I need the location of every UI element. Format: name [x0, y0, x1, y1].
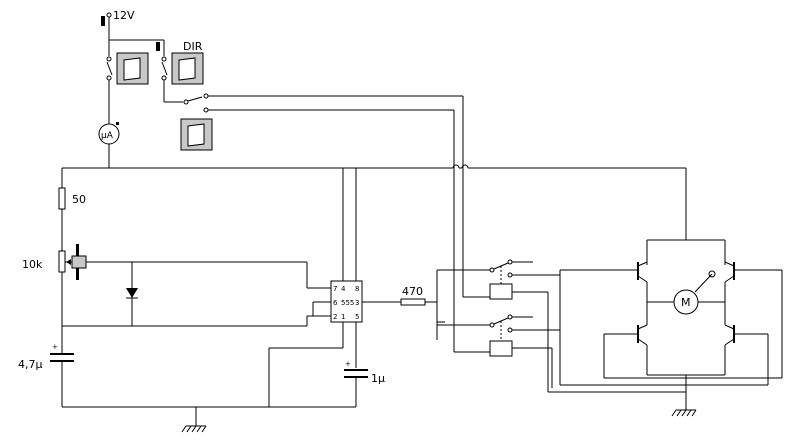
changeover-switch-button[interactable]: [180, 118, 213, 151]
motor-label: M: [681, 296, 691, 309]
h-bridge: [637, 239, 735, 376]
ic-pin-4: 4: [341, 285, 346, 293]
meter-label: µA: [101, 131, 114, 141]
ic-pin-7: 7: [333, 285, 337, 293]
ground-right: [671, 409, 697, 417]
relay-upper: [437, 259, 560, 300]
resistor-470: [400, 298, 426, 306]
ic-pin-6: 6: [333, 299, 338, 307]
ic-pin-3: 3: [355, 299, 359, 307]
power-switch-button[interactable]: [116, 52, 149, 85]
diode: [126, 262, 138, 326]
supply-label: 12V: [113, 9, 135, 22]
ic-pin-8: 8: [355, 285, 359, 293]
capacitor-4-7u-label: 4,7µ: [18, 358, 43, 371]
power-switch: [106, 56, 113, 81]
capacitor-1u-label: 1µ: [371, 372, 385, 385]
resistor-50-label: 50: [72, 193, 86, 206]
capacitor-1u-plus: +: [345, 360, 351, 368]
dir-switch: [161, 56, 168, 81]
ic-label: 555: [341, 299, 354, 307]
capacitor-4-7u-plus: +: [52, 343, 58, 351]
microammeter: µA: [98, 122, 120, 145]
capacitor-4-7u: [50, 353, 74, 362]
potentiometer-10k: [58, 244, 87, 280]
potentiometer-label: 10k: [22, 258, 43, 271]
capacitor-1u: [344, 369, 368, 378]
ground-left: [181, 425, 207, 433]
dir-switch-button[interactable]: [171, 52, 204, 85]
ic-pin-2: 2: [333, 313, 337, 321]
ic-pin-1: 1: [341, 313, 345, 321]
ic-555: 7 4 8 6 555 3 2 1 5: [330, 280, 363, 323]
relay-lower: [437, 270, 560, 357]
resistor-50: [58, 187, 66, 210]
changeover-switch: [183, 93, 209, 113]
ic-pin-5: 5: [355, 313, 359, 321]
dir-label: DIR: [183, 40, 203, 53]
resistor-470-label: 470: [402, 285, 423, 298]
motor: [673, 270, 716, 315]
